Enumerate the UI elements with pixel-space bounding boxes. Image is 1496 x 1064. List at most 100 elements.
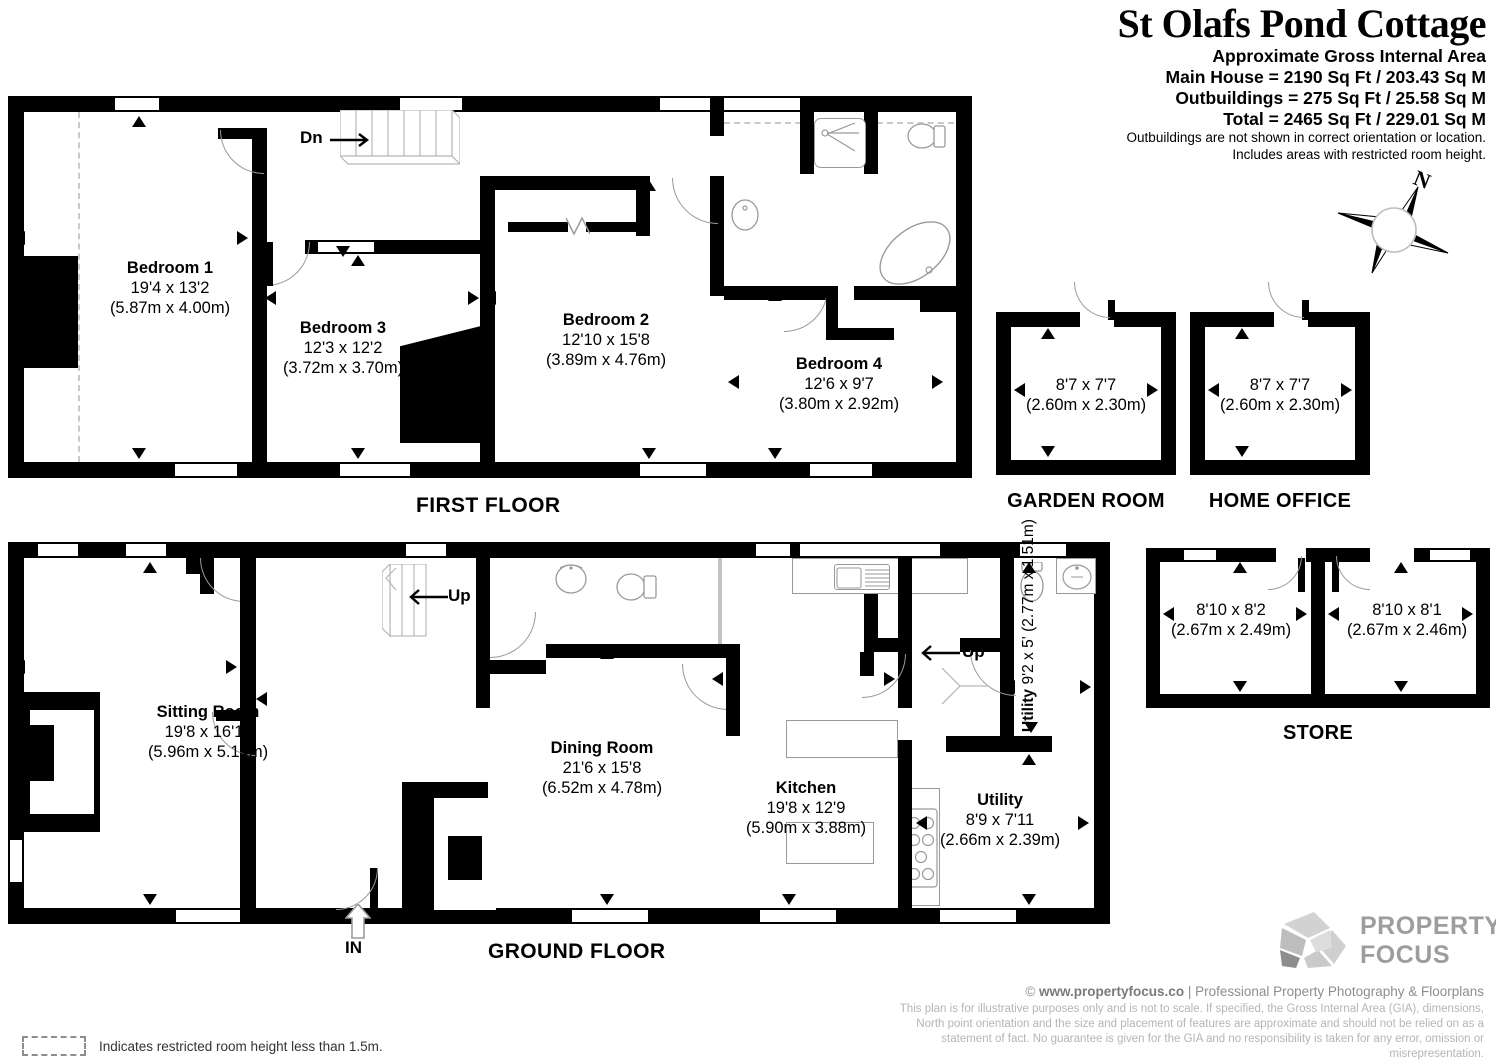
gf-dim-arrow-kitchen-left: [712, 672, 723, 686]
room-label-bedroom-4: Bedroom 4 12'6 x 9'7 (3.80m x 2.92m): [778, 355, 900, 413]
gf-dim-arrow-utility-bottom: [1022, 894, 1036, 905]
gf-wall-utility-stub-1: [864, 638, 912, 652]
garden-room-plan: 8'7 x 7'7 (2.60m x 2.30m) GARDEN ROOM: [996, 282, 1176, 515]
gf-door-cloakroom[interactable]: [490, 612, 536, 658]
gf-kitchen-unit-lower-left: [786, 822, 874, 864]
ff-door-bedroom4[interactable]: [784, 288, 828, 332]
store-bay-1-dimensions: 8'10 x 8'2 (2.67m x 2.49m): [1170, 601, 1292, 639]
ff-wall-shower-right: [864, 112, 878, 174]
room-label-dining-room: Dining Room 21'6 x 15'8 (6.52m x 4.78m): [541, 739, 663, 797]
gf-wall-cloak-bottom-b: [546, 644, 726, 658]
gf-window-bottom-3: [760, 908, 836, 924]
ff-wc-fixture: [905, 116, 947, 158]
gf-up-label-hall: Up: [448, 586, 471, 605]
restricted-height-legend-text: Indicates restricted room height less th…: [99, 1038, 383, 1054]
home-office-title: HOME OFFICE: [1208, 490, 1352, 512]
ho-wall-top-right: [1308, 312, 1370, 327]
store-wall-right: [1476, 548, 1490, 708]
ho-doorjamb: [1302, 300, 1309, 320]
ff-dim-arrow-bed2-left: [485, 291, 496, 305]
ff-dim-arrow-bed1-top: [132, 116, 146, 127]
ff-wall-right: [956, 96, 972, 478]
ff-chimney-breast: [8, 256, 78, 368]
gf-wall-dining-kitchen-upper: [726, 644, 740, 708]
gf-dim-arrow-utility-top: [1022, 754, 1036, 765]
gf-wall-lobby-head: [960, 638, 1014, 652]
store-dim-arrow-right-bottom: [1394, 681, 1408, 692]
copyright-line: © www.propertyfocus.co | Professional Pr…: [1025, 984, 1484, 999]
compass-rose: N: [1330, 165, 1460, 290]
property-focus-logo: PROPERTY FOCUS: [1272, 908, 1496, 974]
gf-rear-basin-counter: [1056, 558, 1096, 594]
gf-dim-arrow-kitchen-right: [884, 672, 895, 686]
store-door-left[interactable]: [1268, 556, 1302, 590]
gf-door-dining-kitchen[interactable]: [682, 664, 728, 710]
ho-dim-arrow-left: [1208, 383, 1219, 397]
gf-dim-arrow-utility2-left: [1004, 680, 1015, 694]
gf-fireplace-dining-hearth: [448, 836, 482, 880]
store-dim-arrow-left-bottom: [1233, 681, 1247, 692]
plan-header: St Olafs Pond Cottage Approximate Gross …: [846, 2, 1487, 163]
gf-staircase-hall: [381, 562, 428, 640]
store-dim-arrow-left-r: [1296, 607, 1307, 621]
ho-wall-left: [1190, 312, 1205, 475]
ho-wall-bottom: [1190, 460, 1370, 475]
ff-dim-arrow-bed3-left: [265, 291, 276, 305]
ff-wall-bed2-right-upper: [636, 176, 650, 236]
ff-door-bedroom2[interactable]: [672, 178, 718, 224]
gf-dim-arrow-utility-left: [916, 816, 927, 830]
gf-wall-wc-divider: [718, 558, 722, 644]
gf-dim-arrow-sitting-bottom: [143, 894, 157, 905]
gr-wall-left: [996, 312, 1011, 475]
gf-window-top-5: [800, 542, 940, 558]
gr-dim-arrow-right: [1147, 383, 1158, 397]
gf-wall-right: [1094, 542, 1110, 924]
gf-dim-arrow-kitchen-bottom: [782, 894, 796, 905]
ff-window-bottom-2: [340, 462, 410, 478]
ground-floor-label: GROUND FLOOR: [488, 940, 666, 963]
ho-dim-arrow-right: [1341, 383, 1352, 397]
ground-floor-plan: IN Up: [0, 519, 1120, 963]
ff-window-top-3: [660, 96, 800, 112]
store-doorjamb-left: [1298, 558, 1305, 592]
home-office-plan: 8'7 x 7'7 (2.60m x 2.30m) HOME OFFICE: [1190, 282, 1370, 515]
store-wall-bottom: [1146, 694, 1490, 708]
ff-bath-fixture: [872, 212, 958, 294]
room-label-bedroom-2: Bedroom 2 12'10 x 15'8 (3.89m x 4.76m): [545, 311, 667, 369]
copyright-symbol: ©: [1025, 984, 1036, 999]
gf-entrance-label: IN: [345, 938, 362, 957]
gf-door-sitting-hall[interactable]: [200, 558, 244, 602]
ff-dim-arrow-bed1-left: [14, 231, 25, 245]
ff-staircase: [338, 108, 462, 170]
gr-doorjamb: [1108, 300, 1115, 320]
ff-window-bottom-1: [175, 462, 237, 478]
ho-wall-right: [1355, 312, 1370, 475]
ff-dim-arrow-bed4-bottom: [768, 448, 782, 459]
gf-fireplace-hearth: [8, 725, 54, 781]
store-door-right[interactable]: [1336, 556, 1370, 590]
ff-wall-closet-1: [508, 222, 568, 232]
ff-eaves-block-bed3: [400, 325, 485, 443]
store-bay-2-dimensions: 8'10 x 8'1 (2.67m x 2.46m): [1346, 601, 1468, 639]
gf-wall-lobby-right: [1000, 558, 1014, 648]
room-label-kitchen: Kitchen 19'8 x 12'9 (5.90m x 3.88m): [745, 779, 867, 837]
gf-dim-arrow-sitting-left: [14, 660, 25, 674]
disclaimer-text: This plan is for illustrative purposes o…: [899, 1003, 1484, 1060]
gf-cloak-basin-fixture: [552, 560, 590, 596]
ff-wall-bed2-top: [480, 176, 650, 190]
store-dim-arrow-right-r: [1462, 607, 1473, 621]
website-link[interactable]: www.propertyfocus.co: [1039, 984, 1185, 999]
store-window-right: [1430, 548, 1470, 562]
gf-wall-kitchen-utility-b: [898, 740, 912, 924]
ff-dim-arrow-bed4-left: [728, 375, 739, 389]
store-title: STORE: [1282, 722, 1354, 744]
store-dim-arrow-left-top: [1233, 562, 1247, 573]
ff-dim-arrow-landing-win: [336, 246, 350, 257]
ff-door-bedroom1[interactable]: [220, 130, 264, 174]
gf-dim-arrow-sitting-top: [143, 562, 157, 573]
gr-wall-right: [1161, 312, 1176, 475]
room-label-sitting-room: Sitting Room 19'8 x 16'11 (5.96m x 5.14m…: [147, 703, 269, 761]
gf-dim-arrow-rear-lobby-top: [1022, 562, 1036, 573]
gf-lobby-stair-flight: [940, 667, 990, 712]
ff-wall-bed3-bed2: [480, 176, 495, 462]
